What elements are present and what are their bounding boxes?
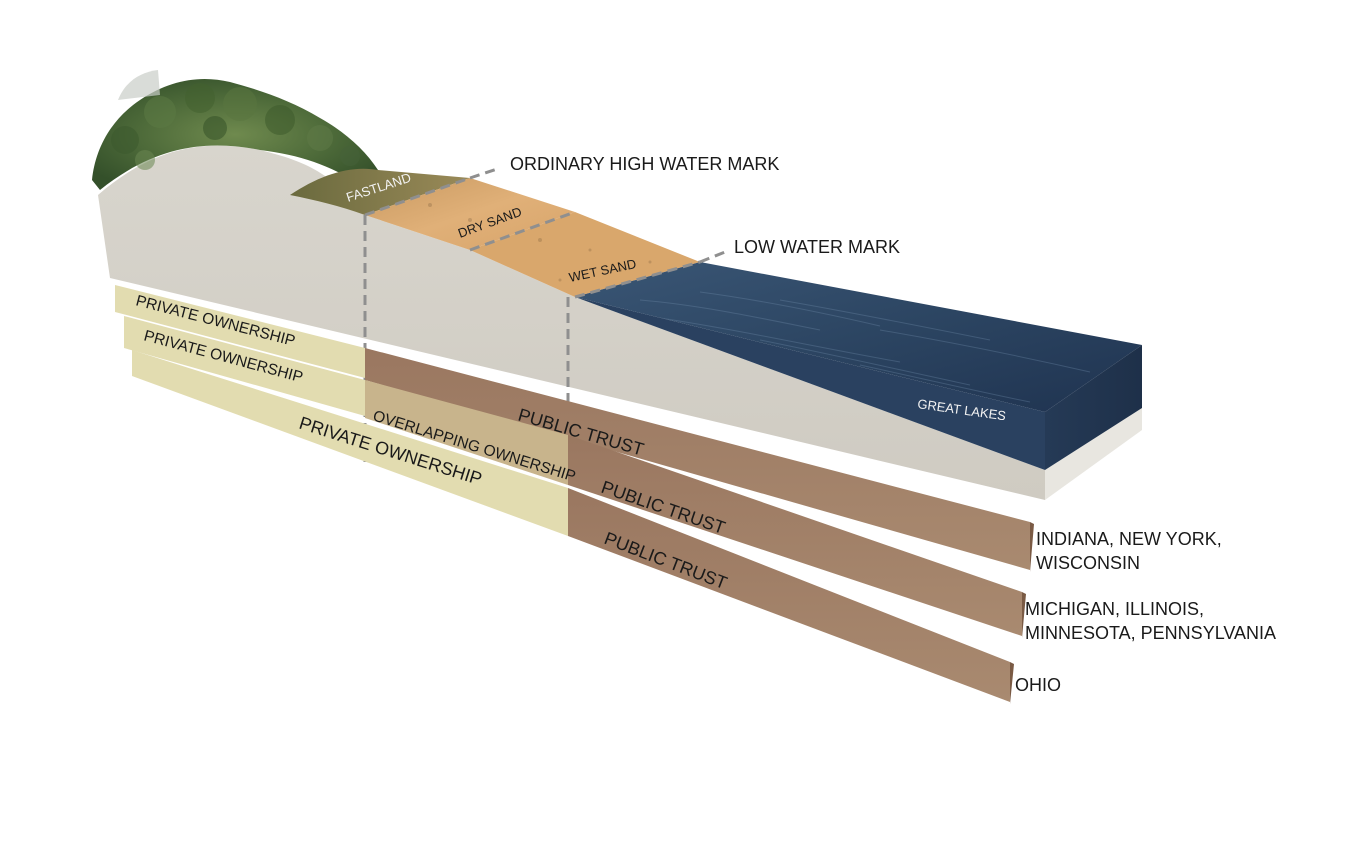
band-2-states-line1: MICHIGAN, ILLINOIS, <box>1025 599 1204 619</box>
water-ripples <box>639 291 1091 403</box>
band-1-public-trust <box>365 348 1030 570</box>
band-3-states-line1: OHIO <box>1015 675 1061 695</box>
terrain-block <box>92 70 1142 500</box>
fastland-surface <box>290 168 470 215</box>
band-2-states-line2: MINNESOTA, PENNSYLVANIA <box>1025 623 1276 643</box>
soil-front-face <box>1045 408 1142 500</box>
water-front-face <box>1045 345 1142 470</box>
band-1-states-line1: INDIANA, NEW YORK, <box>1036 529 1222 549</box>
band-2-public-trust <box>568 435 1022 636</box>
ordinary-high-water-mark-label: ORDINARY HIGH WATER MARK <box>510 154 779 174</box>
soil-cross-section <box>98 145 1045 500</box>
band-2-overlapping <box>365 380 568 485</box>
band-3-private <box>132 350 568 536</box>
lwm-surface-line <box>574 260 701 299</box>
band-1-end-face <box>1030 522 1034 572</box>
low-water-mark-label: LOW WATER MARK <box>734 237 900 257</box>
treeline-haze <box>118 70 160 100</box>
band-2-end-face <box>1022 592 1026 638</box>
water-cross-section <box>575 297 1045 470</box>
lwm-leader-line <box>699 250 726 264</box>
band-3-public-trust <box>568 488 1010 702</box>
ownership-bands <box>115 285 1034 704</box>
wet-sand-surface <box>470 212 700 297</box>
band-1-private <box>115 285 365 378</box>
sand-texture <box>428 203 652 282</box>
water-surface <box>575 262 1142 412</box>
ohwm-leader-line <box>469 166 501 180</box>
vegetation-texture <box>111 83 360 170</box>
band-2-private <box>124 316 365 416</box>
drysand-wetsand-line <box>469 210 576 252</box>
ohwm-surface-line <box>364 176 471 217</box>
dry-sand-surface <box>365 178 575 250</box>
band-1-states-line2: WISCONSIN <box>1036 553 1140 573</box>
band-3-end-face <box>1010 662 1014 704</box>
